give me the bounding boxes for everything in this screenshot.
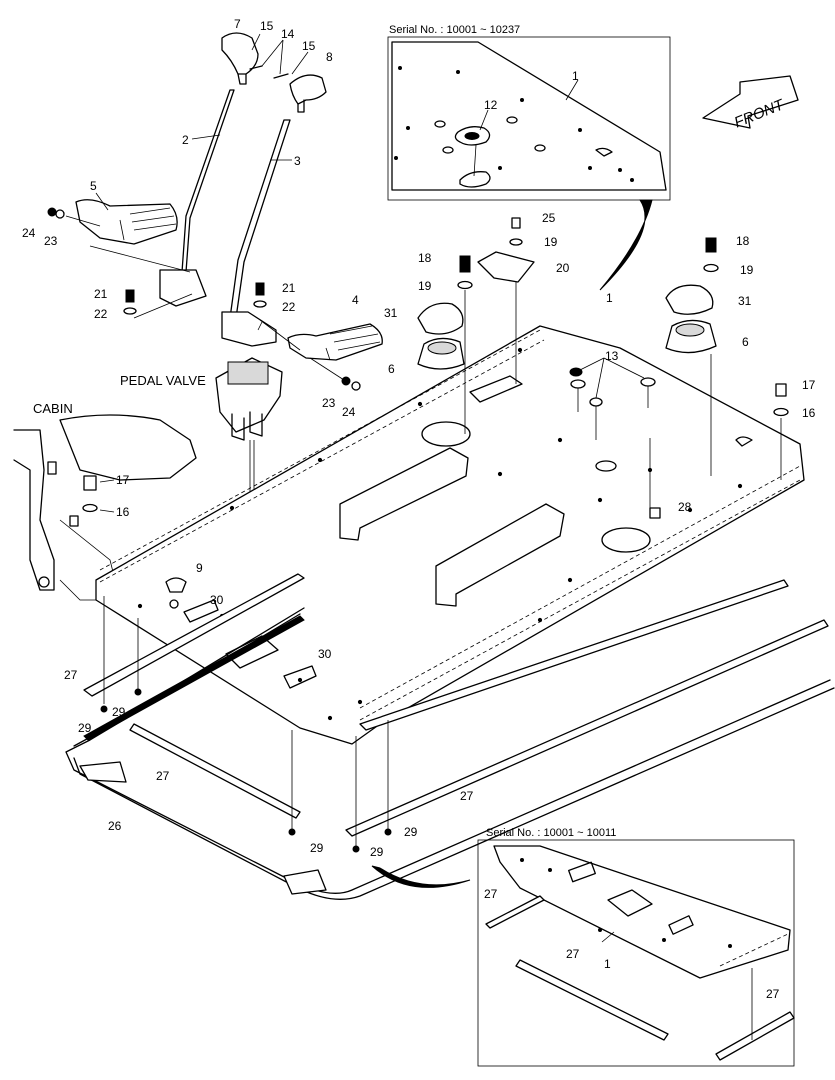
callout: 17 — [116, 473, 130, 487]
callout: 24 — [342, 405, 356, 419]
callout: 7 — [234, 17, 241, 31]
inset-bottom-serial: Serial No. : 10001 ~ 10011 — [486, 827, 616, 839]
callout: 20 — [556, 261, 570, 275]
callout: 29 — [112, 705, 126, 719]
callout: 28 — [678, 500, 692, 514]
callout: 27 — [460, 789, 474, 803]
callout: 30 — [210, 593, 224, 607]
callout: 29 — [78, 721, 92, 735]
callout: 26 — [108, 819, 122, 833]
callout: 22 — [282, 300, 296, 314]
callout: 27 — [156, 769, 170, 783]
inset-top-serial: Serial No. : 10001 ~ 10237 — [389, 24, 520, 36]
front-arrow: FRONT — [702, 75, 799, 132]
callout: 9 — [196, 561, 203, 575]
callout: 31 — [384, 306, 398, 320]
callout: 27 — [566, 947, 580, 961]
callout: 25 — [542, 211, 556, 225]
callout: 6 — [742, 335, 749, 349]
inset-bottom: Serial No. : 10001 ~ 10011 27 1 27 27 — [371, 827, 795, 1067]
callout: 6 — [388, 362, 395, 376]
callout: 1 — [572, 69, 579, 83]
callout: 24 — [22, 226, 36, 240]
inset-top: Serial No. : 10001 ~ 10237 12 1 — [387, 24, 671, 291]
callout: 18 — [736, 234, 750, 248]
callout: 4 — [352, 293, 359, 307]
inset-top-frame — [387, 36, 671, 201]
mounts: 25 19 18 20 19 31 6 1 18 19 31 6 13 17 1… — [384, 211, 816, 514]
callout: 8 — [326, 50, 333, 64]
callout: 27 — [64, 668, 78, 682]
callout: 18 — [418, 251, 432, 265]
callout: 27 — [766, 987, 780, 1001]
callout: 12 — [484, 98, 498, 112]
callout: 30 — [318, 647, 332, 661]
callout: 3 — [294, 154, 301, 168]
callout: 29 — [310, 841, 324, 855]
callout: 23 — [44, 234, 58, 248]
callout: 14 — [281, 27, 295, 41]
callout: 17 — [802, 378, 816, 392]
floor-plate: 9 30 30 27 29 29 27 26 29 27 29 29 — [64, 325, 835, 900]
callout: 29 — [370, 845, 384, 859]
callout: 15 — [260, 19, 274, 33]
pedal-valve-label: PEDAL VALVE — [120, 373, 206, 388]
callout: 1 — [606, 291, 613, 305]
callout: 16 — [802, 406, 816, 420]
callout: 19 — [418, 279, 432, 293]
front-label: FRONT — [732, 96, 788, 132]
callout: 16 — [116, 505, 130, 519]
lever-assembly: 7 15 14 15 8 2 3 5 24 23 21 22 21 22 4 2… — [22, 17, 383, 419]
callout: 1 — [604, 957, 611, 971]
callout: 21 — [282, 281, 296, 295]
callout: 23 — [322, 396, 336, 410]
callout: 27 — [484, 887, 498, 901]
cabin-label: CABIN — [33, 401, 73, 416]
callout: 19 — [740, 263, 754, 277]
callout: 29 — [404, 825, 418, 839]
callout: 15 — [302, 39, 316, 53]
callout: 22 — [94, 307, 108, 321]
callout: 21 — [94, 287, 108, 301]
callout: 13 — [605, 349, 619, 363]
inset-bottom-frame — [477, 839, 795, 1067]
callout: 31 — [738, 294, 752, 308]
callout: 19 — [544, 235, 558, 249]
callout: 5 — [90, 179, 97, 193]
callout: 2 — [182, 133, 189, 147]
